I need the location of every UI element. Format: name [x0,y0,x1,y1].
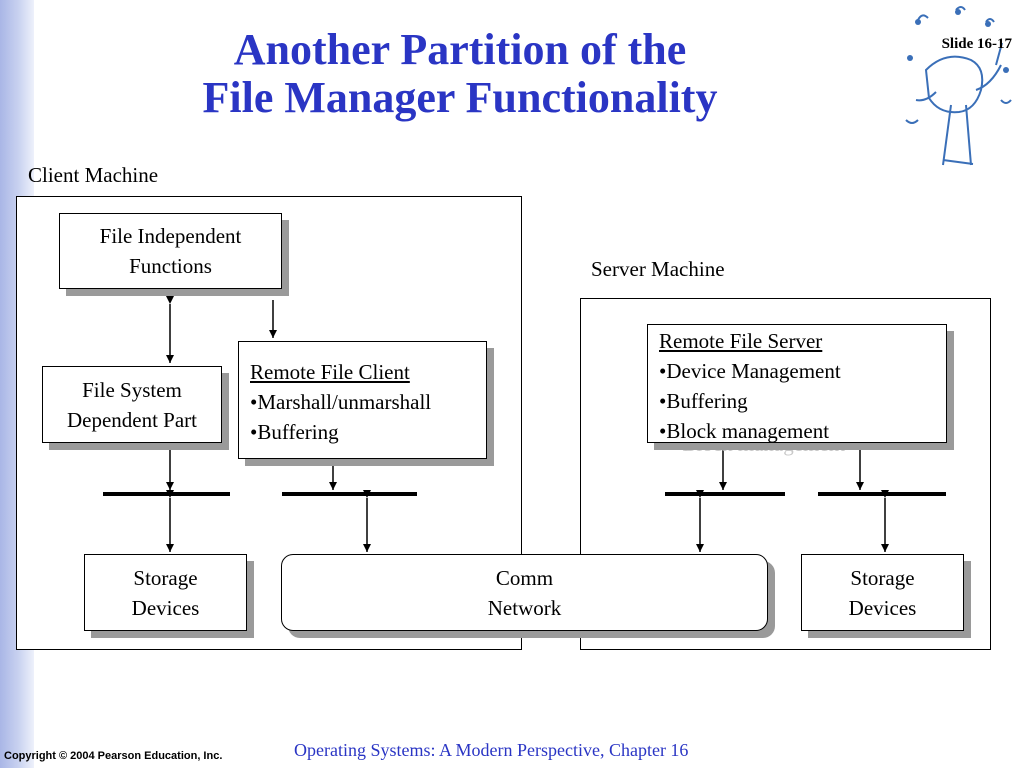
slide-title: Another Partition of the File Manager Fu… [120,26,800,122]
file-system-dependent-line-1: File System [82,377,182,402]
title-line-2: File Manager Functionality [202,73,718,122]
title-line-1: Another Partition of the [233,25,687,74]
server-storage-devices-box: Storage Devices [801,554,964,631]
copyright-text: Copyright © 2004 Pearson Education, Inc. [4,750,223,762]
file-system-dependent-box: File System Dependent Part [42,366,222,443]
comm-network-line-1: Comm [495,565,554,590]
file-independent-line-1: File Independent [99,224,242,248]
file-independent-functions-box: File Independent Functions [59,213,282,289]
server-storage-line-1: Storage [850,565,915,590]
client-network-bus [282,492,417,496]
server-network-bus [665,492,785,496]
musician-logo-icon [905,6,1012,166]
client-storage-devices-box: Storage Devices [84,554,247,631]
course-footer: Operating Systems: A Modern Perspective,… [294,740,689,760]
remote-file-client-box: Remote File Client •Marshall/unmarshall … [238,341,487,459]
remote-file-server-item-2: •Buffering [659,389,748,413]
remote-file-server-item-3: •Block management [659,419,830,443]
remote-file-server-heading: Remote File Server [659,329,823,353]
file-independent-line-2: Functions [129,254,212,278]
remote-file-client-item-2: •Buffering [250,420,339,444]
file-system-dependent-line-2: Dependent Part [66,407,198,432]
client-storage-line-1: Storage [133,565,198,590]
comm-network-box: Comm Network [281,554,768,631]
client-machine-label: Client Machine [28,163,159,187]
remote-file-server-box: Remote File Server •Device Management •B… [647,324,947,443]
server-machine-label: Server Machine [591,257,725,281]
slide-number: Slide 16-17 [941,36,1012,52]
remote-file-server-item-1: •Device Management [659,359,841,383]
remote-file-client-heading: Remote File Client [250,360,410,384]
remote-file-client-item-1: •Marshall/unmarshall [250,390,432,414]
client-storage-line-2: Devices [131,595,200,620]
server-storage-line-2: Devices [848,595,917,620]
comm-network-line-2: Network [487,595,562,620]
